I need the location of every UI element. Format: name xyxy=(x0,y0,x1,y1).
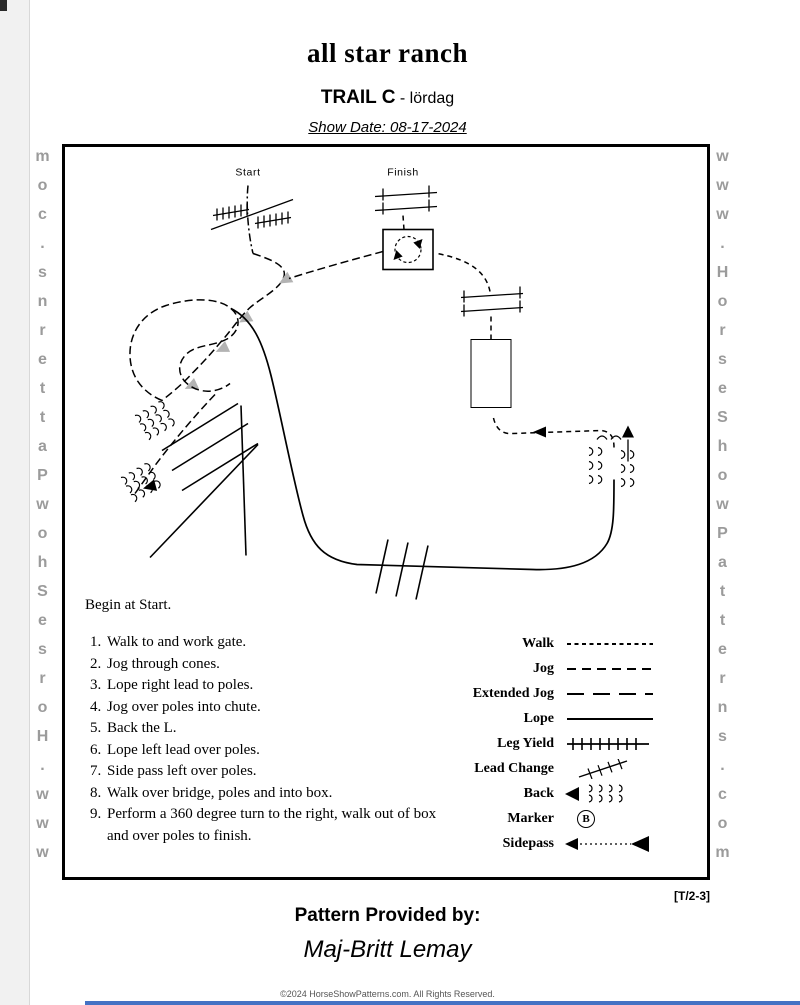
pattern-code: [T/2-3] xyxy=(674,889,710,903)
back-curls-lower xyxy=(120,463,161,503)
jog-line-symbol xyxy=(563,658,663,680)
jog-loop-path xyxy=(129,299,239,402)
legend-row-lead-change: Lead Change xyxy=(453,756,665,781)
legend-label: Marker xyxy=(507,810,554,826)
instructions-list: Walk to and work gate. Jog through cones… xyxy=(88,632,440,847)
cones xyxy=(184,271,294,389)
legend-label: Jog xyxy=(533,660,554,676)
bridge-obstacle xyxy=(470,339,512,408)
jog-path-through-poles xyxy=(134,393,216,494)
back-curls-upper xyxy=(134,401,175,441)
right-back-chute xyxy=(588,435,635,488)
walk-path-to-bridge xyxy=(492,415,615,448)
legend-label: Walk xyxy=(522,635,554,651)
watermark-right: www.HorseShowPatterns.com xyxy=(714,148,731,873)
show-date: Show Date: 08-17-2024 xyxy=(308,119,467,136)
instruction-item: Walk over bridge, poles and into box. xyxy=(105,783,440,805)
walk-path-to-finish xyxy=(402,215,405,230)
leg-yield-symbol xyxy=(563,733,663,755)
instruction-item: Back the L. xyxy=(105,718,440,740)
instruction-item: Lope left lead over poles. xyxy=(105,740,440,762)
lope-path xyxy=(230,307,615,571)
provided-by-name: Maj-Britt Lemay xyxy=(303,936,472,963)
legend-row-extended-jog: Extended Jog xyxy=(453,681,665,706)
instruction-item: Side pass left over poles. xyxy=(105,761,440,783)
trail-subtitle: TRAIL C - lördag xyxy=(30,87,745,109)
marker-letter: B xyxy=(582,812,590,825)
copyright-notice: ©2024 HorseShowPatterns.com. All Rights … xyxy=(280,989,495,999)
instruction-item: Jog through cones. xyxy=(105,654,440,676)
bottom-accent-bar xyxy=(85,1001,800,1005)
walk-over-poles xyxy=(375,539,429,600)
finish-poles xyxy=(374,185,438,215)
page-title: all star ranch xyxy=(307,38,468,68)
legend-label: Lead Change xyxy=(474,760,554,776)
instruction-item: Perform a 360 degree turn to the right, … xyxy=(105,804,440,847)
legend-label: Back xyxy=(523,785,554,801)
left-gutter xyxy=(0,0,30,1005)
marker-symbol: B xyxy=(563,808,663,830)
legend-label: Lope xyxy=(523,710,554,726)
legend-label: Sidepass xyxy=(502,835,554,851)
corner-mark xyxy=(0,0,7,11)
start-label: Start xyxy=(235,167,260,179)
left-arrow xyxy=(533,426,546,438)
poles-above-bridge xyxy=(460,286,524,317)
walk-path-to-box xyxy=(436,252,491,292)
jog-serpentine-path xyxy=(161,252,286,402)
instruction-item: Lope right lead to poles. xyxy=(105,675,440,697)
instruction-item: Jog over poles into chute. xyxy=(105,697,440,719)
legend-row-leg-yield: Leg Yield xyxy=(453,731,665,756)
extended-jog-line-symbol xyxy=(563,683,663,705)
watermark-left: moc.snrettaPwohSesroH.www xyxy=(34,148,51,873)
back-symbol xyxy=(563,783,663,805)
back-direction-arrow xyxy=(143,479,158,491)
walk-line-symbol xyxy=(563,633,663,655)
instruction-item: Walk to and work gate. xyxy=(105,632,440,654)
pattern-diagram-box: Start Finish xyxy=(62,144,710,880)
trail-day: - lördag xyxy=(399,90,455,107)
finish-label: Finish xyxy=(387,167,419,179)
provided-by-label: Pattern Provided by: xyxy=(294,905,481,926)
sidepass-symbol xyxy=(563,833,663,855)
lead-change-symbol xyxy=(563,758,663,780)
legend-row-walk: Walk xyxy=(453,631,665,656)
gate-obstacle xyxy=(210,198,294,231)
legend-label: Leg Yield xyxy=(497,735,554,751)
legend-row-marker: Marker B xyxy=(453,806,665,831)
legend-label: Extended Jog xyxy=(472,685,554,701)
trail-course-diagram: Start Finish xyxy=(120,167,635,600)
instructions-block: Begin at Start. Walk to and work gate. J… xyxy=(85,597,465,847)
jog-link-path xyxy=(288,250,384,280)
legend-row-lope: Lope xyxy=(453,706,665,731)
walk-path-from-start xyxy=(246,185,254,254)
l-chute-poles xyxy=(149,402,259,559)
legend: Walk Jog Extended Jog Lope xyxy=(453,631,665,856)
lope-line-symbol xyxy=(563,708,663,730)
legend-row-back: Back xyxy=(453,781,665,806)
legend-row-jog: Jog xyxy=(453,656,665,681)
turn-box-obstacle xyxy=(382,228,434,271)
legend-row-sidepass: Sidepass xyxy=(453,831,665,856)
trail-name: TRAIL C xyxy=(320,87,396,108)
up-arrow xyxy=(622,425,634,438)
instructions-intro: Begin at Start. xyxy=(85,597,172,613)
